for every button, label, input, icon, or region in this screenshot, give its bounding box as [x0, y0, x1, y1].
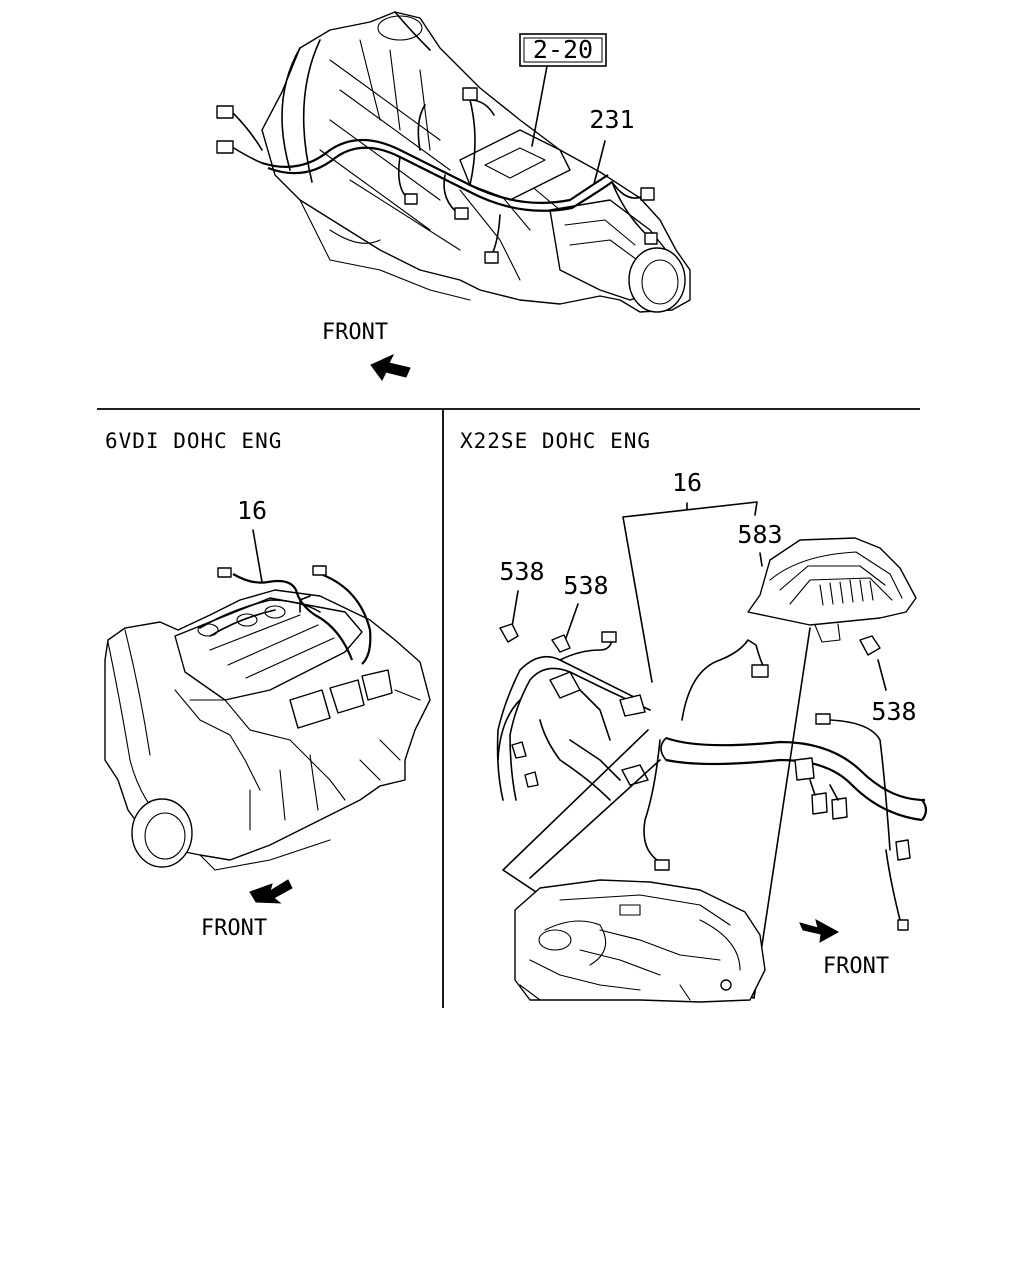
part-label-538-b: 538 [563, 571, 608, 600]
part-label-16-left: 16 [237, 496, 267, 525]
x22se-engine-drawing [514, 879, 766, 1003]
right-panel-heading: X22SE DOHC ENG [460, 429, 651, 453]
front-indicator-right: FRONT [799, 919, 889, 979]
front-arrow-left-icon [249, 879, 293, 904]
front-arrow-top-icon [370, 353, 411, 381]
callout-2-20-label: 2-20 [533, 35, 593, 64]
v6-engine-drawing [104, 589, 431, 871]
front-indicator-left: FRONT [201, 879, 293, 941]
part-label-583: 583 [737, 520, 782, 549]
callout-231: 231 [589, 105, 635, 185]
part-label-538-a: 538 [499, 557, 544, 586]
front-indicator-top: FRONT [322, 320, 411, 381]
part-label-231: 231 [589, 105, 634, 134]
front-label-left: FRONT [201, 916, 267, 941]
harness-cover-583: 583 [737, 520, 917, 643]
callout-16-left: 16 [237, 496, 267, 583]
v6-harness [199, 565, 372, 665]
part-label-16-right: 16 [672, 468, 702, 497]
x22se-reference-lines [502, 627, 811, 999]
part-label-538-c: 538 [871, 697, 916, 726]
callout-16-right: 16 [622, 468, 758, 683]
front-arrow-right-icon [799, 919, 840, 943]
front-label-right: FRONT [823, 954, 889, 979]
x22se-harness [496, 631, 928, 931]
transmission-connectors [216, 87, 658, 264]
transmission-drawing [261, 11, 691, 313]
callout-2-20: 2-20 [519, 33, 607, 147]
front-label-top: FRONT [322, 320, 388, 345]
left-panel-heading: 6VDI DOHC ENG [105, 429, 282, 453]
clips-538: 538 538 538 [499, 557, 917, 726]
